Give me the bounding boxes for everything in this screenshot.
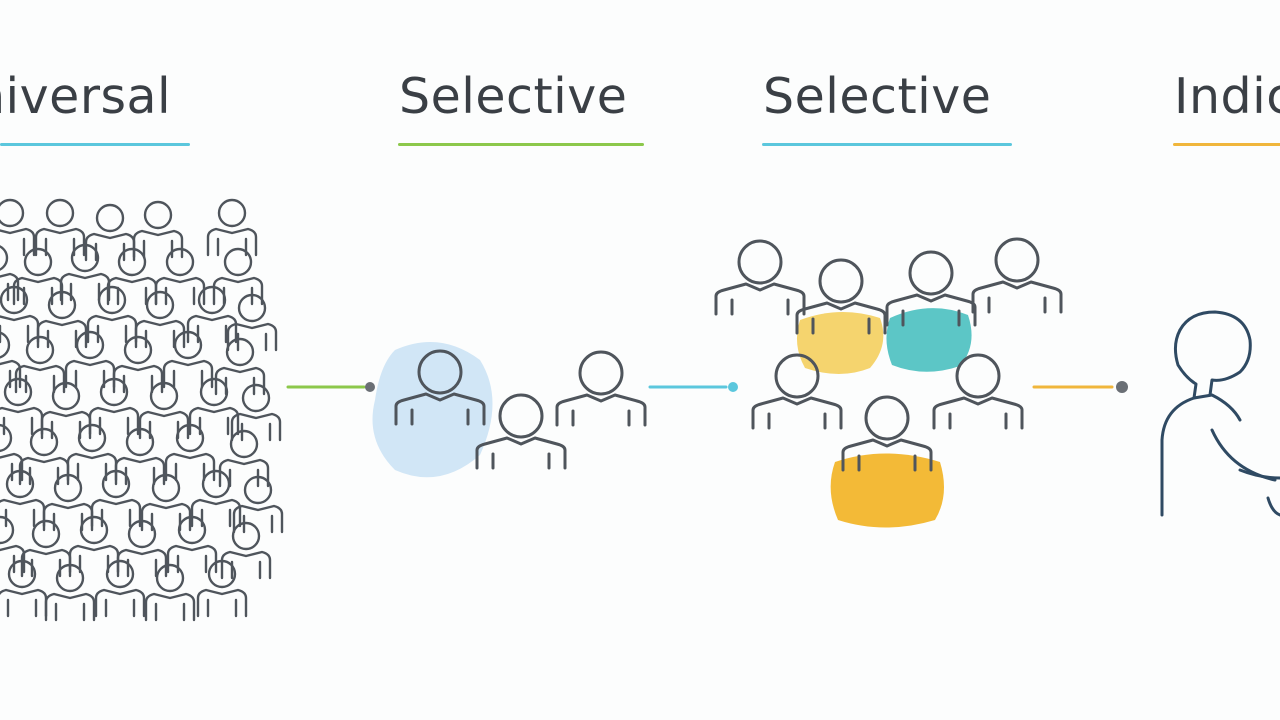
stage-underline-selective-2 (762, 143, 1012, 146)
stage-title-indicated: Indic (1174, 68, 1280, 125)
connector-arrow-3 (1032, 381, 1128, 393)
stage-title-universal: niversal (0, 68, 172, 125)
connector-arrow-2 (648, 382, 738, 392)
group-selective-2 (714, 237, 1063, 528)
stage-underline-indicated (1173, 143, 1280, 146)
stage-title-selective-2: Selective (763, 68, 992, 125)
crowd-group-universal (0, 198, 284, 622)
connector-arrow-1 (286, 382, 375, 392)
stage-title-selective-1: Selective (399, 68, 628, 125)
stage-underline-selective-1 (398, 143, 644, 146)
stage-underline-universal (0, 143, 190, 146)
group-selective-1 (372, 342, 647, 478)
individual-person (1160, 310, 1280, 517)
